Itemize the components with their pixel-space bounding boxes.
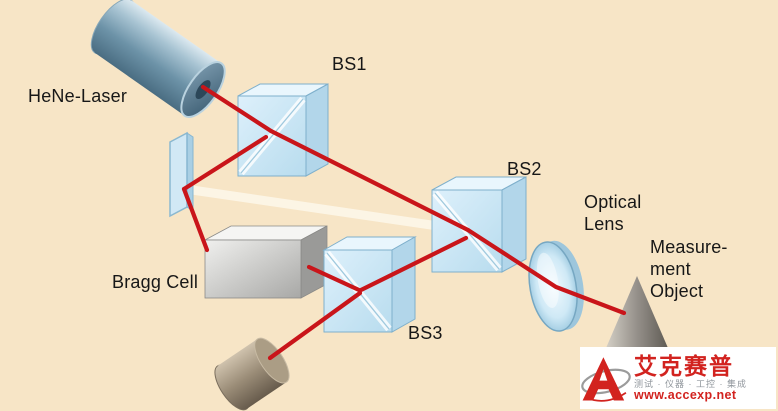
beamsplitter-bs1 xyxy=(237,83,329,177)
watermark-brand: 艾克赛普 xyxy=(634,352,734,379)
label-bs1: BS1 xyxy=(332,54,367,74)
label-measurement-object: Measure- ment Object xyxy=(650,237,728,301)
beam-laser-to-bs1 xyxy=(200,84,274,134)
soft-beam-band xyxy=(187,185,443,231)
hene-laser xyxy=(90,0,226,118)
beam-mirror-to-bragg xyxy=(181,186,210,253)
label-optical-lens: Optical Lens xyxy=(584,192,642,234)
beam-bs2-to-bs3 xyxy=(358,235,469,293)
laser-beams xyxy=(181,84,627,361)
beam-bs2-to-object xyxy=(465,227,627,316)
watermark: 艾克赛普 测试 · 仪器 · 工控 · 集成 www.accexp.net xyxy=(580,347,776,409)
watermark-url: www.accexp.net xyxy=(634,388,737,403)
bragg-cell xyxy=(204,225,328,299)
watermark-tagline: 测试 · 仪器 · 工控 · 集成 xyxy=(634,378,747,389)
photodetector xyxy=(214,337,290,411)
beam-bs1-to-bs2 xyxy=(268,128,471,233)
beam-bs1-to-mirror xyxy=(181,134,269,192)
beam-bs3-to-detector xyxy=(267,290,363,361)
accexp-logo-icon xyxy=(581,357,631,402)
mirror-plate xyxy=(169,131,194,218)
label-bragg-cell: Bragg Cell xyxy=(112,272,199,292)
label-bs3: BS3 xyxy=(408,323,443,343)
label-hene-laser: HeNe-Laser xyxy=(28,86,128,106)
beam-bragg-to-bs3 xyxy=(306,264,362,293)
label-bs2: BS2 xyxy=(507,159,542,179)
watermark-text: 艾克赛普 测试 · 仪器 · 工控 · 集成 www.accexp.net xyxy=(634,352,747,403)
